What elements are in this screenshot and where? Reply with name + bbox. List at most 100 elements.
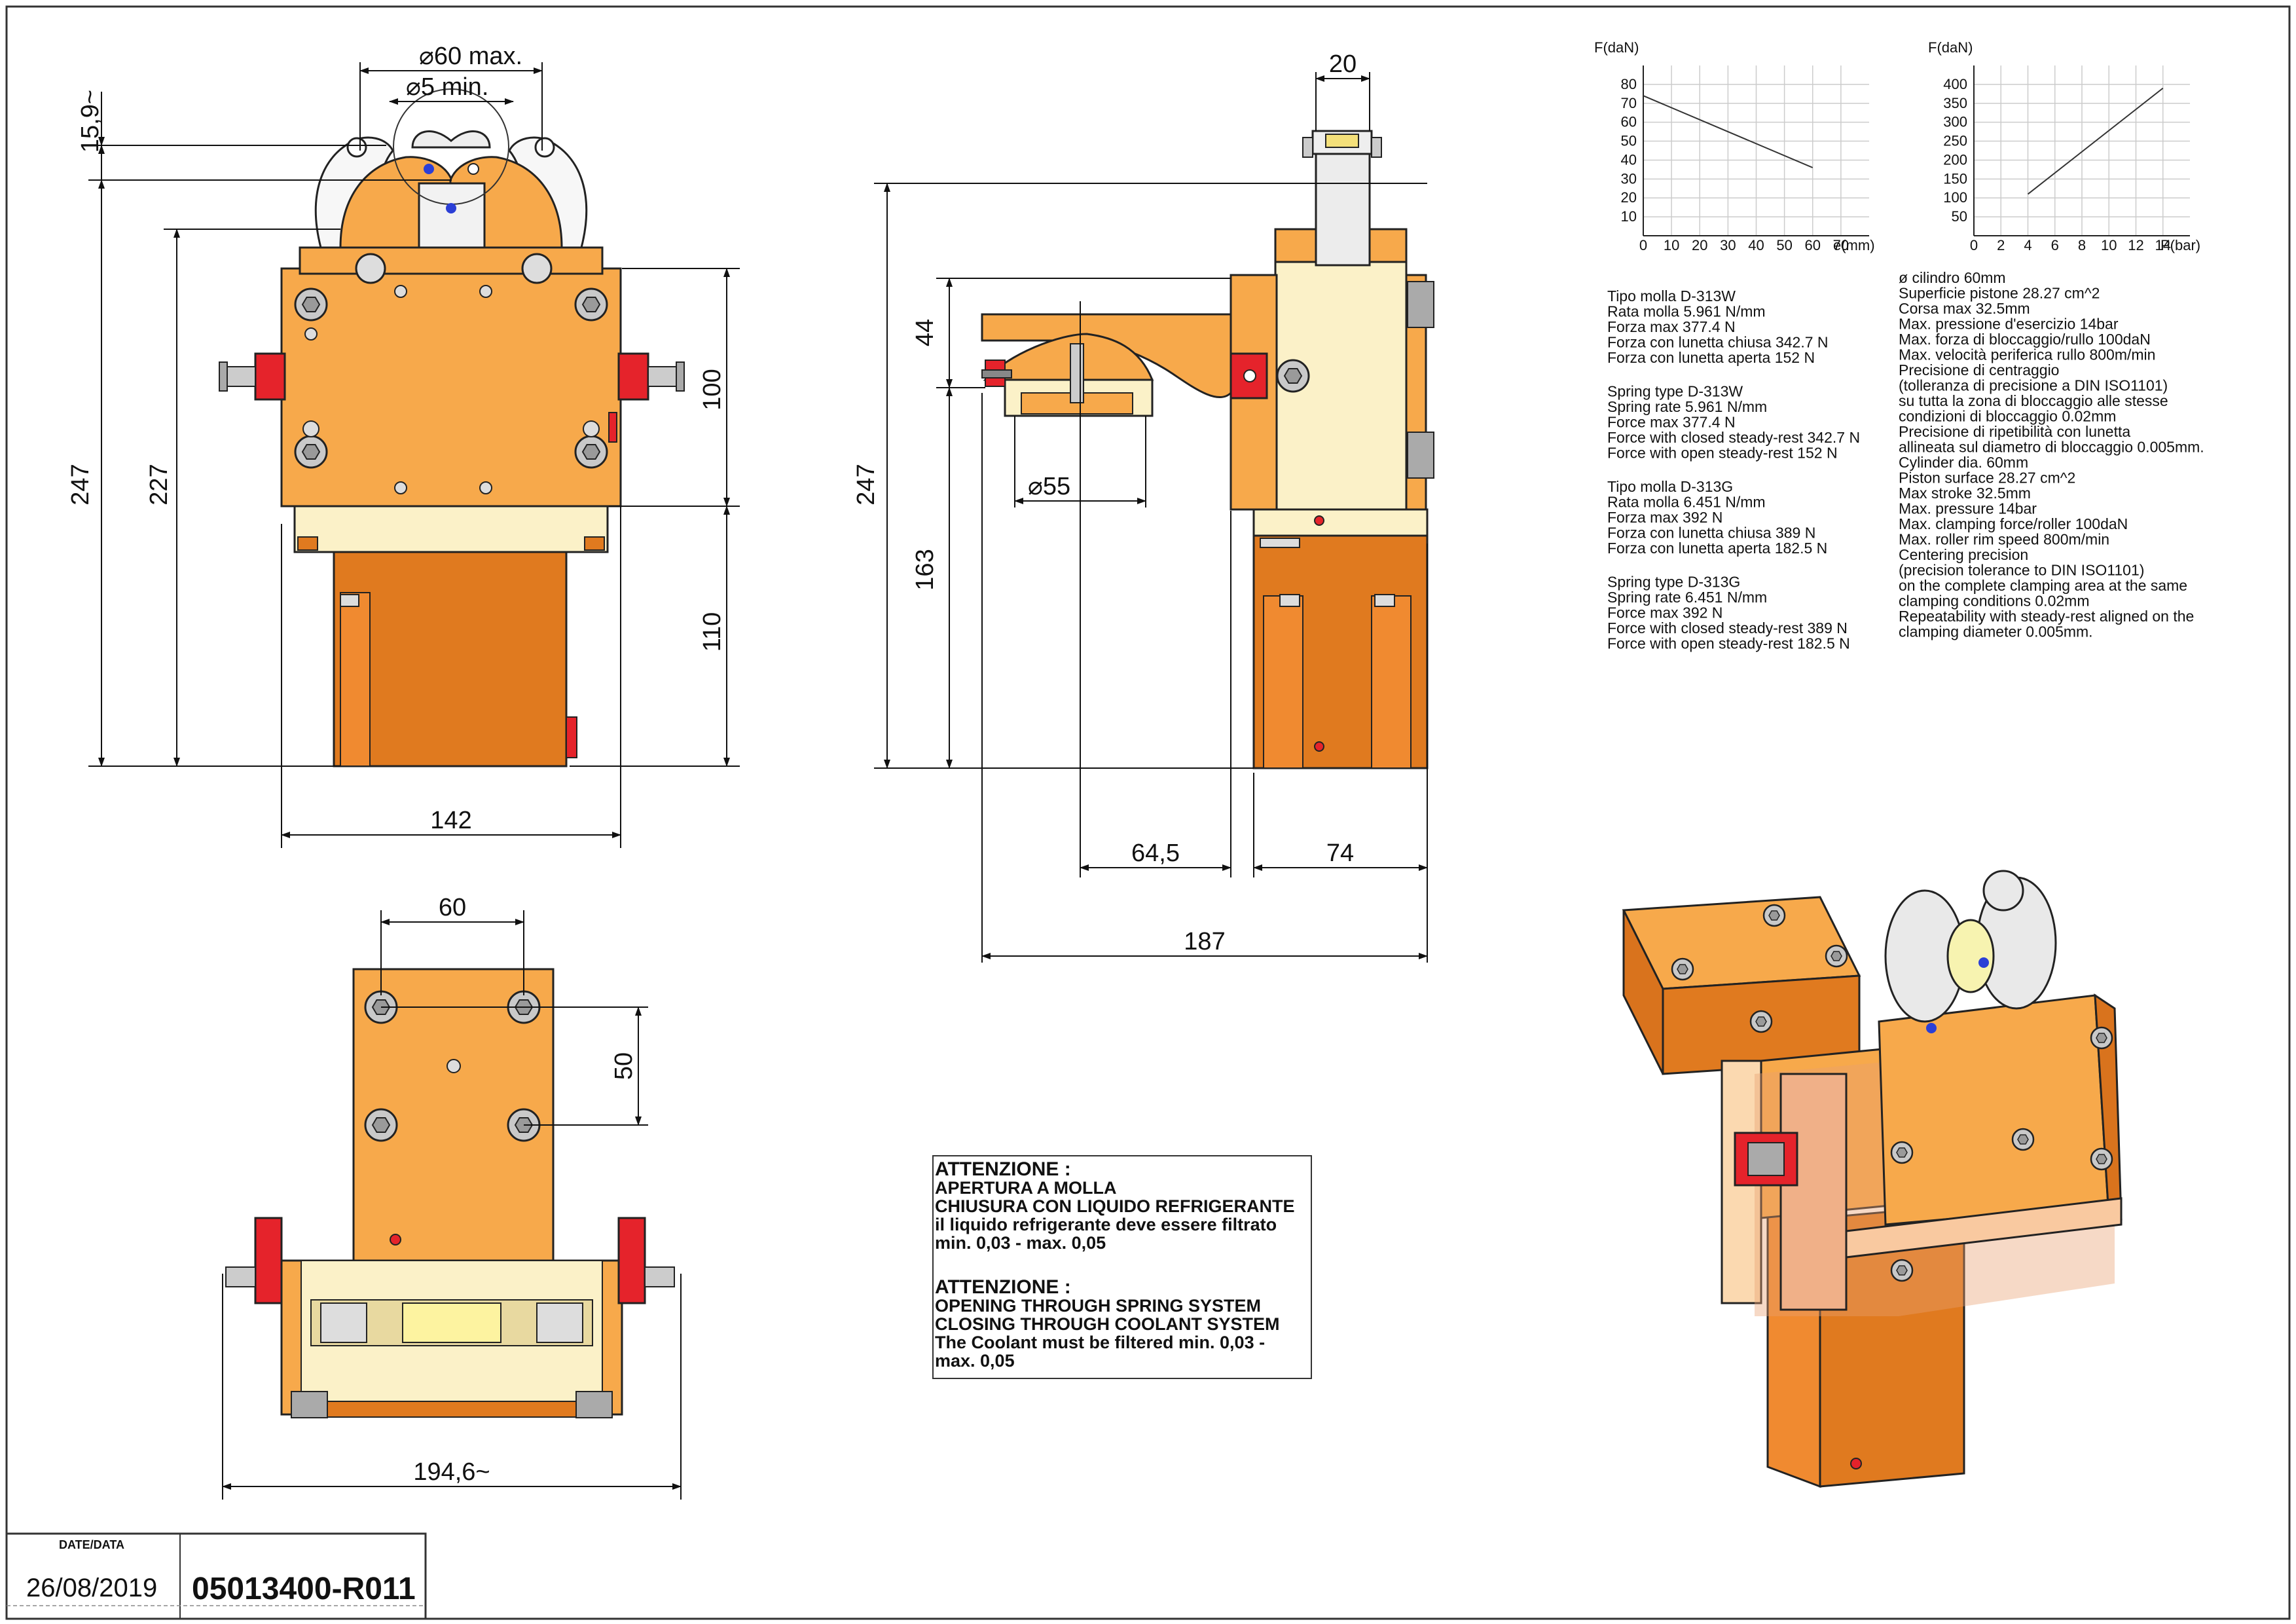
chart2-xlabel: P(bar)	[2160, 237, 2200, 253]
spec-right-line: Max. pressure 14bar	[1899, 500, 2037, 517]
spec-left-line: Force with open steady-rest 182.5 N	[1607, 635, 1850, 652]
spec-left-line: Forza con lunetta aperta 152 N	[1607, 349, 1815, 366]
note-it-line: APERTURA A MOLLA	[935, 1178, 1116, 1198]
chart1-ytick-label: 10	[1621, 208, 1637, 225]
spec-right-line: Precisione di centraggio	[1899, 361, 2059, 378]
spec-left-line: Force with closed steady-rest 342.7 N	[1607, 429, 1860, 446]
chart2-xtick-label: 4	[2024, 237, 2032, 253]
bottom-dim-50: 50	[610, 1052, 638, 1080]
chart1-xtick-label: 60	[1805, 237, 1821, 253]
spec-right-line: Max. roller rim speed 800m/min	[1899, 531, 2109, 548]
chart2-xtick-label: 0	[1970, 237, 1978, 253]
side-dim-20: 20	[1329, 50, 1357, 78]
chart1-series-line	[1643, 95, 1813, 168]
front-dimensions	[88, 62, 740, 848]
bottom-dim-60: 60	[439, 894, 466, 921]
front-cream-plate	[293, 505, 609, 553]
chart1-xtick-label: 50	[1776, 237, 1792, 253]
spec-right-line: su tutta la zona di bloccaggio alle stes…	[1899, 392, 2168, 409]
note-en-title: ATTENZIONE :	[935, 1276, 1071, 1298]
side-dim-187: 187	[1184, 928, 1225, 955]
spec-left-line: Rata molla 6.451 N/mm	[1607, 494, 1766, 511]
spec-left-line: Forza max 377.4 N	[1607, 318, 1736, 335]
chart2-ytick-label: 250	[1943, 133, 1967, 149]
spec-left-line: Force max 392 N	[1607, 604, 1722, 621]
chart2-xtick-label: 6	[2051, 237, 2059, 253]
drawing-code: 05013400-R011	[192, 1572, 416, 1606]
spec-left-line: Force with open steady-rest 152 N	[1607, 445, 1838, 462]
front-dim-diameter-5: ⌀5 min.	[406, 73, 488, 101]
front-dim-diameter-60: ⌀60 max.	[419, 43, 522, 70]
note-it-line: il liquido refrigerante deve essere filt…	[935, 1215, 1277, 1234]
spec-left-line: Tipo molla D-313G	[1607, 478, 1733, 495]
chart2-series-line	[2027, 87, 2164, 195]
date-value: 26/08/2019	[26, 1574, 157, 1602]
spec-left-line: Tipo molla D-313W	[1607, 287, 1736, 304]
chart1-ytick-label: 20	[1621, 189, 1637, 206]
spec-right-line: condizioni di bloccaggio 0.02mm	[1899, 408, 2116, 425]
spec-right-line: Max. pressione d'esercizio 14bar	[1899, 316, 2119, 333]
chart1-xtick-label: 30	[1720, 237, 1736, 253]
chart1-ylabel: F(daN)	[1594, 39, 1639, 56]
chart1-xlabel: e(mm)	[1833, 237, 1875, 253]
spec-right-line: Max. velocità periferica rullo 800m/min	[1899, 346, 2155, 363]
chart2-ytick-label: 150	[1943, 170, 1967, 187]
chart2-ytick-label: 200	[1943, 151, 1967, 168]
chart2-xtick-label: 2	[1997, 237, 2005, 253]
chart2-ylabel: F(daN)	[1928, 39, 1973, 56]
note-en-line: max. 0,05	[935, 1351, 1015, 1371]
side-dim-74: 74	[1326, 840, 1354, 867]
side-dim-diameter-55: ⌀55	[1028, 473, 1070, 500]
chart1-ytick-label: 30	[1621, 170, 1637, 187]
spec-left-line: Forza con lunetta aperta 182.5 N	[1607, 540, 1827, 557]
note-it-line: min. 0,03 - max. 0,05	[935, 1233, 1106, 1253]
front-dim-247: 247	[67, 464, 94, 505]
side-dim-247: 247	[852, 464, 880, 505]
chart1-xtick-label: 10	[1664, 237, 1679, 253]
side-dim-64-5: 64,5	[1131, 840, 1180, 867]
spec-right-line: Repeatability with steady-rest aligned o…	[1899, 608, 2194, 625]
chart2-xtick-label: 14	[2155, 237, 2171, 253]
spec-right-line: Max stroke 32.5mm	[1899, 485, 2031, 502]
isometric-view	[1622, 870, 2123, 1488]
spec-right-line: Max. forza di bloccaggio/rullo 100daN	[1899, 331, 2151, 348]
spec-left-line: Forza con lunetta chiusa 389 N	[1607, 525, 1815, 542]
front-dim-15-9: 15,9~	[77, 90, 104, 153]
chart1-ytick-label: 70	[1621, 95, 1637, 111]
spec-left-line: Forza max 392 N	[1607, 509, 1722, 526]
bottom-dim-194-6: 194,6~	[413, 1458, 490, 1486]
spec-left-line: Spring rate 6.451 N/mm	[1607, 589, 1767, 606]
spec-right-line: clamping diameter 0.005mm.	[1899, 623, 2093, 640]
note-en-line: CLOSING THROUGH COOLANT SYSTEM	[935, 1314, 1280, 1334]
bottom-dimensions	[222, 910, 682, 1500]
front-upper-body	[280, 267, 622, 507]
date-label: DATE/DATA	[59, 1538, 124, 1551]
chart1-ytick-label: 40	[1621, 151, 1637, 168]
front-dim-227: 227	[145, 464, 173, 505]
spec-right-line: Corsa max 32.5mm	[1899, 300, 2030, 317]
spec-right-line: (tolleranza di precisione a DIN ISO1101)	[1899, 377, 2168, 394]
chart2-ytick-label: 100	[1943, 189, 1967, 206]
side-dim-163: 163	[911, 549, 939, 590]
note-it-line: CHIUSURA CON LIQUIDO REFRIGERANTE	[935, 1196, 1295, 1216]
chart1-xtick-label: 0	[1639, 237, 1647, 253]
side-dim-44: 44	[911, 319, 939, 346]
spec-right-line: Superficie pistone 28.27 cm^2	[1899, 285, 2100, 302]
spec-right-line: Cylinder dia. 60mm	[1899, 454, 2028, 471]
spec-right-line: Piston surface 28.27 cm^2	[1899, 470, 2075, 487]
spec-left-line: Spring type D-313W	[1607, 383, 1743, 400]
chart1-xtick-label: 20	[1692, 237, 1707, 253]
spec-right-line: on the complete clamping area at the sam…	[1899, 577, 2187, 594]
spec-right-line: clamping conditions 0.02mm	[1899, 593, 2089, 610]
front-view	[219, 88, 685, 767]
chart2-ytick-label: 300	[1943, 114, 1967, 130]
chart2-ytick-label: 400	[1943, 76, 1967, 92]
note-it-title: ATTENZIONE :	[935, 1158, 1071, 1180]
spec-left-line: Force with closed steady-rest 389 N	[1607, 619, 1848, 637]
bottom-view	[225, 968, 675, 1418]
chart1-xtick-label: 40	[1748, 237, 1764, 253]
